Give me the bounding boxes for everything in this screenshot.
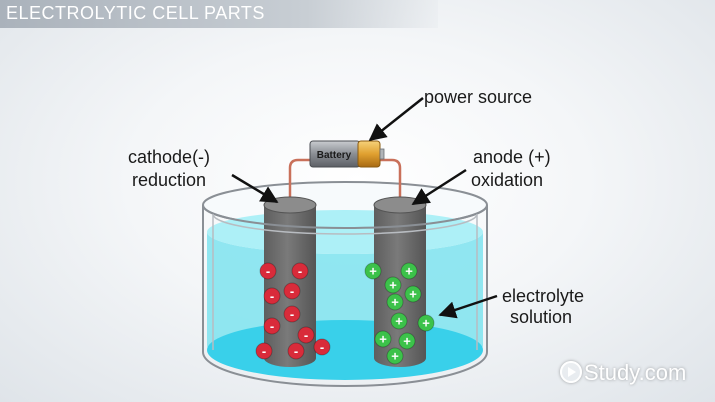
positive-ion [404, 285, 422, 303]
positive-ion-sign: + [409, 287, 417, 302]
positive-ion [386, 347, 404, 365]
positive-ion-sign: + [391, 349, 399, 364]
beaker [202, 181, 488, 387]
negative-ion-sign: - [270, 289, 274, 304]
anode-text: anode [473, 147, 524, 167]
negative-ion-sign: - [270, 319, 274, 334]
negative-ion-sign: - [298, 264, 302, 279]
positive-ion-sign: + [403, 334, 411, 349]
battery-gold-cap [357, 140, 381, 168]
reduction-label: reduction [132, 170, 207, 190]
negative-ion [287, 342, 305, 360]
liquid-surface [207, 210, 483, 254]
negative-ion-sign: - [290, 284, 294, 299]
beaker-rim-front [202, 204, 488, 229]
negative-ion-sign: - [320, 340, 324, 355]
electrolyte-label: electrolyte [502, 286, 585, 306]
positive-ion-sign: + [405, 264, 413, 279]
positive-ion [384, 276, 402, 294]
study-watermark: Study.com [560, 360, 686, 386]
power-source-label: power source [424, 87, 533, 107]
negative-ion [259, 262, 277, 280]
cathode-label: cathode(-) [128, 146, 210, 168]
positive-ion [374, 330, 392, 348]
battery: Battery [309, 140, 385, 168]
play-icon [560, 361, 582, 383]
negative-ion [283, 305, 301, 323]
negative-ions: ---------- [255, 262, 331, 360]
solution-label: solution [510, 307, 573, 327]
arrow-cathode [231, 173, 279, 204]
positive-ions: ++++++++++ [364, 262, 435, 365]
wire-anode [380, 158, 402, 203]
negative-ion [297, 326, 315, 344]
positive-ion [398, 332, 416, 350]
cathode-text: cathode [128, 147, 193, 167]
beaker-bottom [202, 351, 488, 387]
wire-cathode [288, 158, 316, 203]
positive-ion-sign: + [389, 278, 397, 293]
negative-ion-sign: - [294, 344, 298, 359]
positive-ion [417, 314, 435, 332]
positive-ion-sign: + [422, 316, 430, 331]
watermark-text: Study.com [584, 360, 687, 385]
negative-ion [283, 282, 301, 300]
negative-ion-sign: - [290, 307, 294, 322]
positive-ion-sign: + [395, 314, 403, 329]
page-title: ELECTROLYTIC CELL PARTS [6, 3, 265, 23]
arrow-electrolyte [438, 294, 498, 319]
negative-ion [255, 342, 273, 360]
negative-ion-sign: - [266, 264, 270, 279]
oxidation-label: oxidation [471, 170, 544, 190]
anode-sign: (+) [528, 147, 551, 167]
cathode-sign: (-) [192, 147, 211, 167]
positive-ion [390, 312, 408, 330]
arrow-anode [411, 168, 467, 206]
title-bar: ELECTROLYTIC CELL PARTS [0, 0, 438, 28]
negative-ion [313, 338, 331, 356]
battery-label: Battery [317, 150, 352, 161]
positive-ion-sign: + [391, 295, 399, 310]
positive-ion [386, 293, 404, 311]
negative-ion [291, 262, 309, 280]
liquid-floor [207, 320, 483, 380]
arrows [231, 97, 498, 319]
negative-ion [263, 317, 281, 335]
wires [288, 158, 402, 203]
battery-terminal [379, 148, 385, 160]
negative-ion [263, 287, 281, 305]
positive-ion-sign: + [369, 264, 377, 279]
negative-ion-sign: - [304, 328, 308, 343]
anode-label: anode (+) [473, 146, 551, 168]
negative-ion-sign: - [262, 344, 266, 359]
arrow-power-source [368, 97, 424, 142]
positive-ion [364, 262, 382, 280]
positive-ion-sign: + [379, 332, 387, 347]
positive-ion [400, 262, 418, 280]
